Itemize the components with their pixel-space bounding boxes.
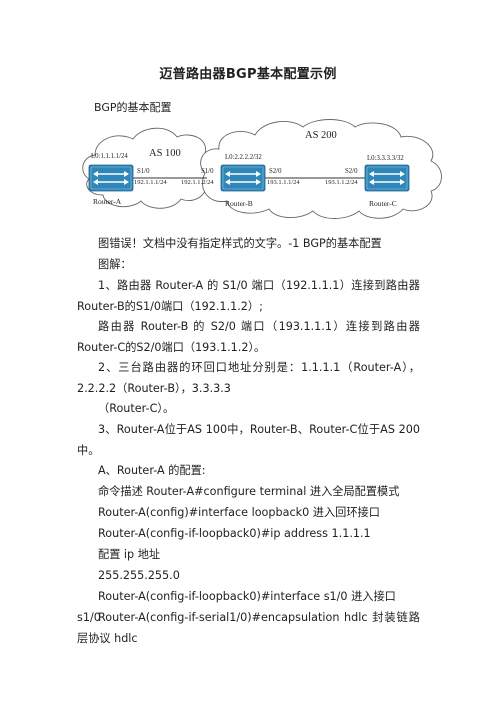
section-heading: BGP的基本配置 [94, 101, 172, 114]
section-a-heading: A、Router-A 的配置: [98, 464, 206, 477]
paragraph-1a: 1、路由器 Router-A 的 S1/0 端口（192.1.1.1）连接到路由… [77, 279, 420, 313]
paragraph-1b: 路由器 Router-B 的 S2/0 端口（193.1.1.1）连接到路由器 … [77, 320, 420, 354]
router-c-icon [364, 164, 410, 192]
command-line-4: 配置 ip 地址 [98, 548, 161, 561]
command-line-7: Router-A(config-if-serial1/0)#encapsulat… [77, 611, 420, 645]
command-line-1: 命令描述 Router-A#configure terminal 进入全局配置模… [98, 485, 400, 498]
router-a-loopback: L0:1.1.1.1/24 [91, 153, 128, 160]
router-c-s2-port: S2/0 [345, 168, 358, 175]
router-a-name: Router-A [93, 197, 122, 206]
router-b-s2-port: S2/0 [269, 168, 282, 175]
paragraph-2b: （Router-C）。 [98, 402, 175, 415]
command-line-6: Router-A(config-if-loopback0)#interface … [77, 590, 396, 624]
router-c-name: Router-C [369, 199, 397, 208]
network-diagram-svg: AS 100 AS 200 L0:1.1.1.1/24 S1/0 192.1.1… [82, 119, 442, 219]
router-a-icon [88, 164, 134, 192]
router-c-loopback: L0:3.3.3.3/32 [367, 155, 404, 162]
network-diagram: AS 100 AS 200 L0:1.1.1.1/24 S1/0 192.1.1… [77, 117, 447, 222]
as200-label: AS 200 [305, 130, 337, 141]
command-line-5: 255.255.255.0 [98, 569, 180, 582]
command-line-3: Router-A(config-if-loopback0)#ip address… [98, 527, 371, 540]
as200-cloud [200, 119, 442, 219]
illustration-label: 图解： [98, 258, 132, 271]
figure-caption: 图错误！文档中没有指定样式的文字。-1 BGP的基本配置 [98, 237, 382, 250]
paragraph-3: 3、Router-A位于AS 100中，Router-B、Router-C位于A… [77, 423, 420, 457]
as100-label: AS 100 [149, 148, 181, 159]
router-b-s1-port: S1/0 [201, 168, 214, 175]
router-b-loopback: L0:2.2.2.2/32 [225, 154, 262, 161]
document-title: 迈普路由器BGP基本配置示例 [159, 67, 337, 82]
router-b-s1-ip: 192.1.1.2/24 [181, 179, 214, 186]
paragraph-2a: 2、三台路由器的环回口地址分别是：1.1.1.1（Router-A），2.2.2… [77, 361, 420, 395]
router-a-s1-port: S1/0 [137, 168, 150, 175]
router-b-s2-ip: 193.1.1.1/24 [267, 179, 300, 186]
router-b-name: Router-B [225, 199, 253, 208]
router-b-icon [220, 164, 266, 192]
router-c-s2-ip: 193.1.1.2/24 [325, 179, 358, 186]
router-a-s1-ip: 192.1.1.1/24 [134, 179, 167, 186]
command-line-2: Router-A(config)#interface loopback0 进入回… [98, 506, 380, 519]
